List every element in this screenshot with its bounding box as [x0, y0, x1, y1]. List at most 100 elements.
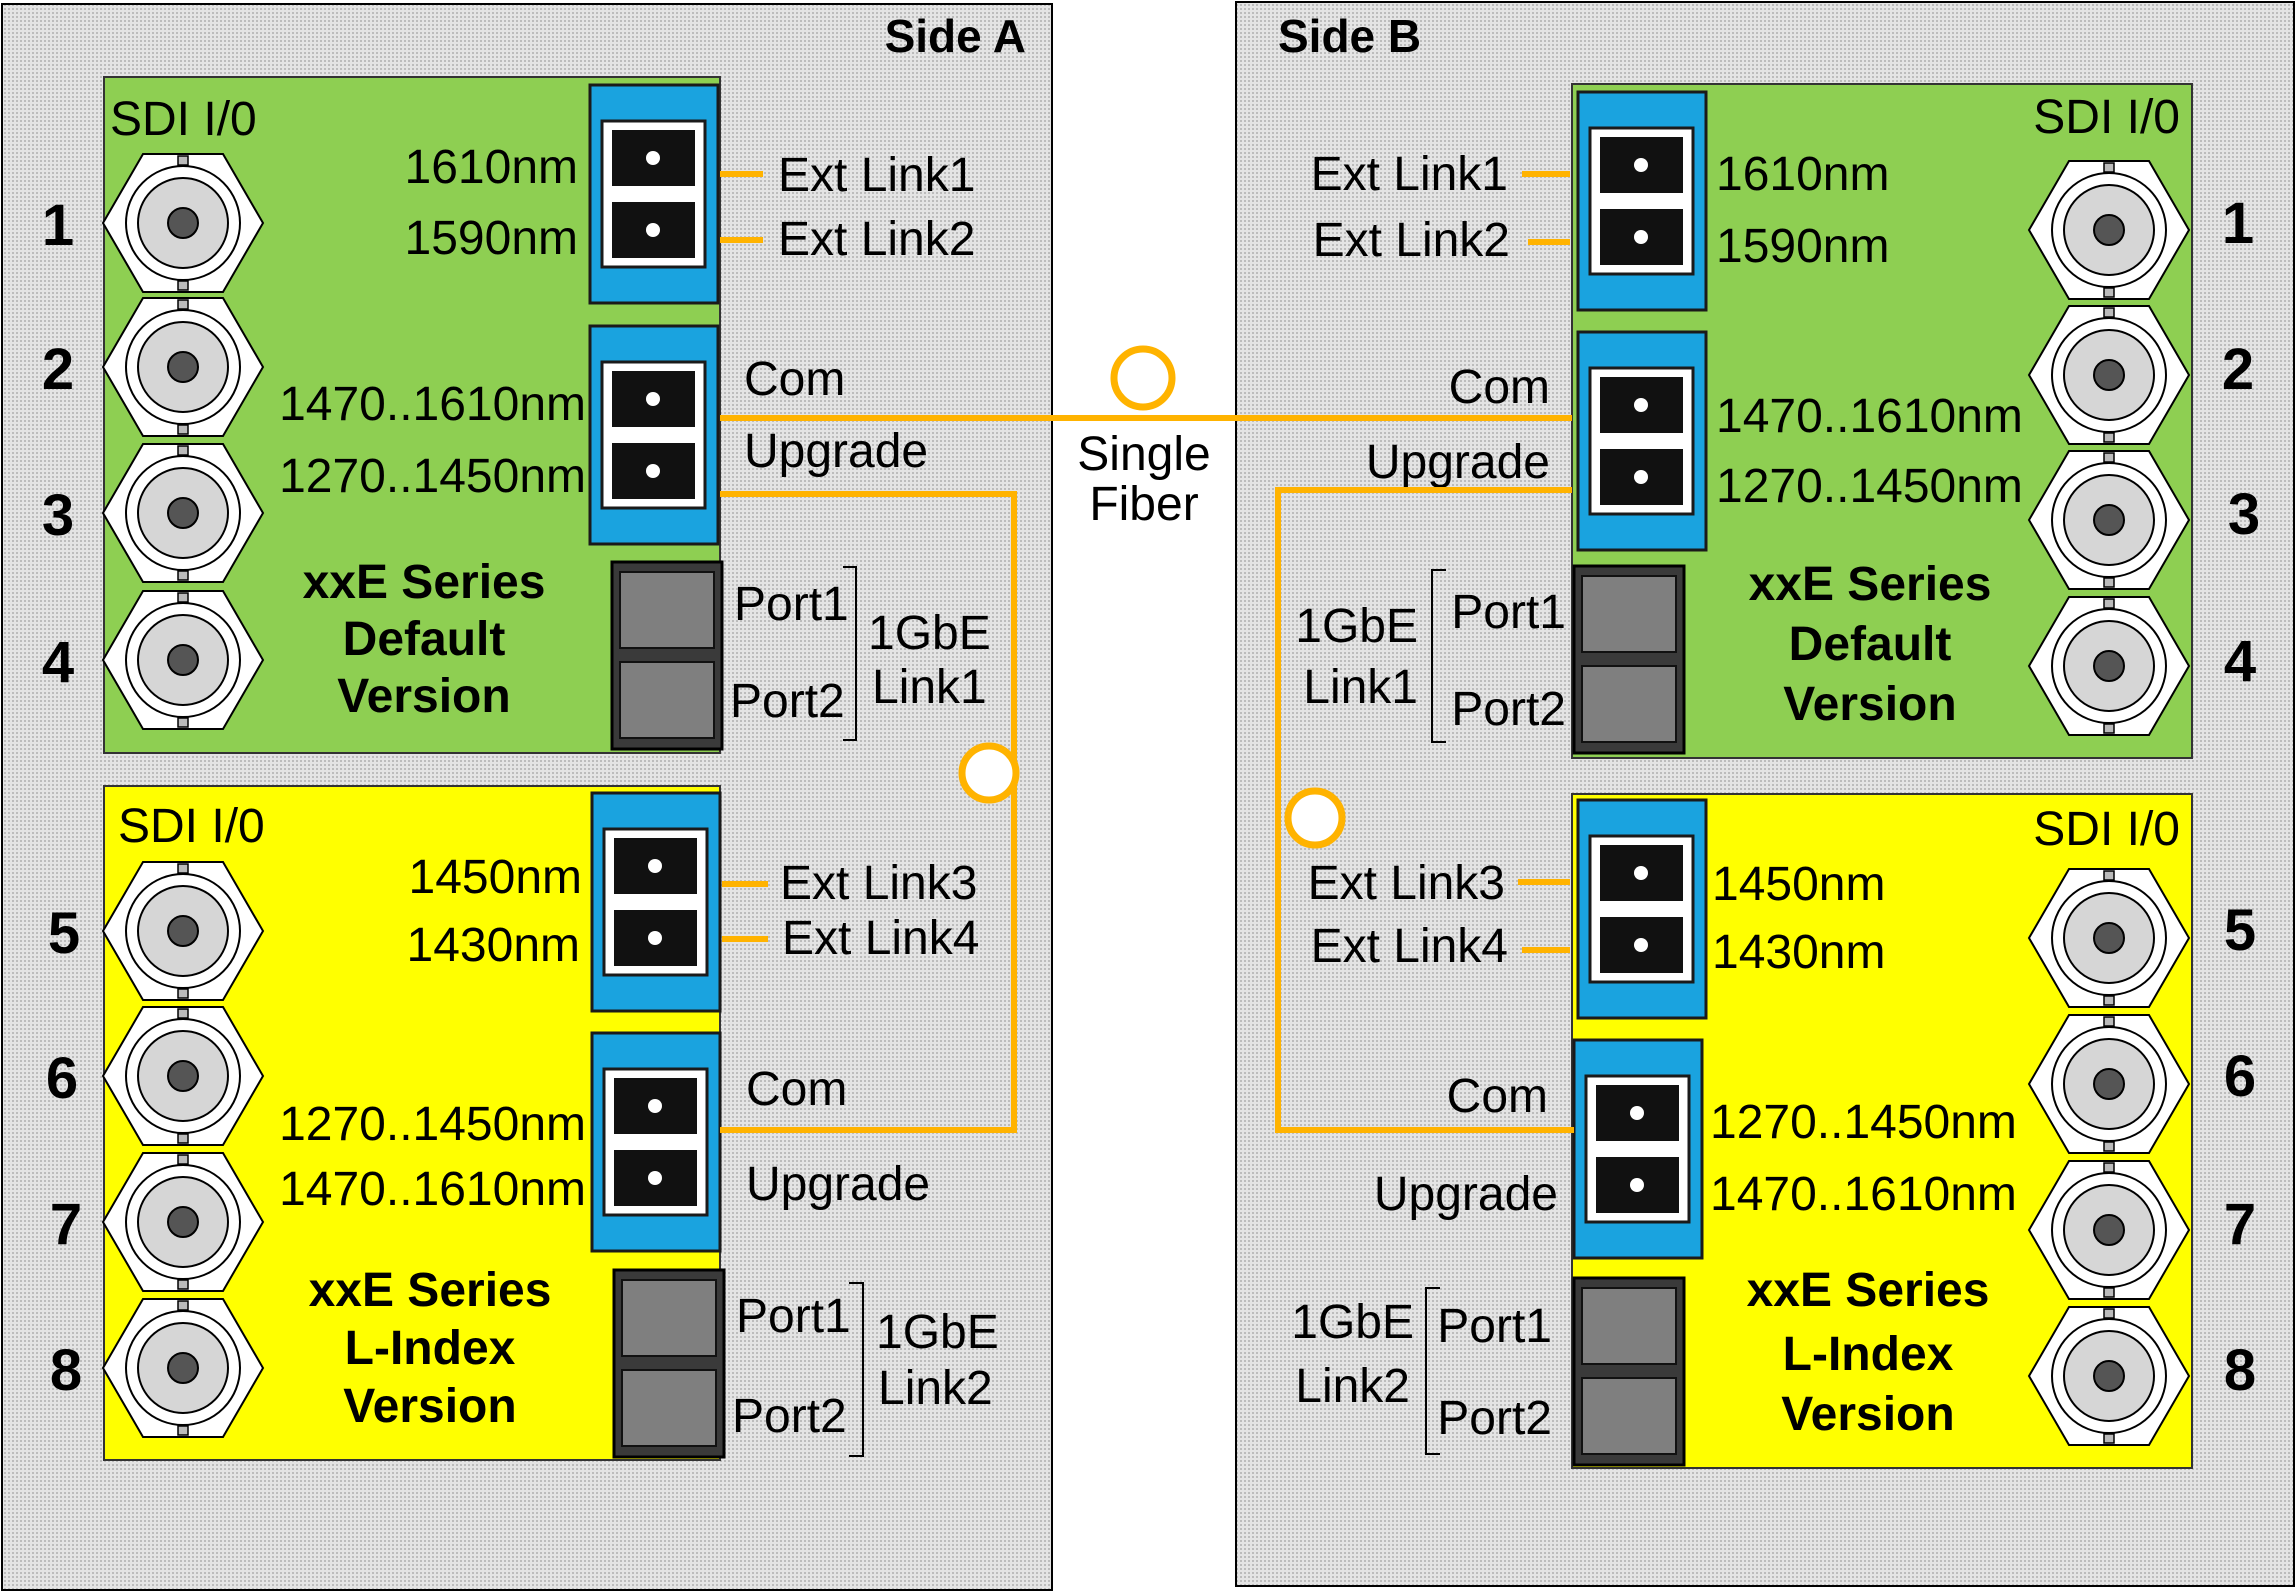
- gbe-link-label: Link1: [872, 661, 987, 714]
- fiber-loop-marker: [958, 742, 1020, 804]
- wavelength-label: 1270..1450nm: [279, 450, 586, 503]
- bnc-number: 8: [2224, 1338, 2256, 1403]
- bnc-number: 6: [2224, 1044, 2256, 1109]
- bnc-number: 5: [48, 901, 80, 966]
- bnc-number: 4: [42, 630, 74, 695]
- gbe-port-label: Port2: [1451, 683, 1566, 736]
- bnc-number: 3: [42, 483, 74, 548]
- wavelength-label: 1450nm: [1712, 858, 1885, 911]
- series-label: xxE Series: [303, 556, 546, 609]
- gbe-port-label: Port1: [736, 1290, 851, 1343]
- bnc-number: 7: [50, 1192, 82, 1257]
- bnc-number: 1: [42, 193, 74, 258]
- gbe-port-block[interactable]: [1572, 564, 1686, 755]
- wavelength-label: 1430nm: [1712, 926, 1885, 979]
- fiber-paths: [720, 415, 1574, 1133]
- sdi-io-label: SDI I/0: [2033, 803, 2180, 856]
- side-b-default-card: SDI I/0 1 2 3 4 1610nm 1590nm 1470..1610…: [1571, 83, 2260, 759]
- wavelength-label: 1470..1610nm: [279, 378, 586, 431]
- ext-link-label: Ext Link2: [778, 213, 975, 266]
- ext-link-label: Ext Link1: [1311, 148, 1508, 201]
- wavelength-label: 1270..1450nm: [1716, 460, 2023, 513]
- wavelength-label: 1470..1610nm: [1710, 1168, 2017, 1221]
- side-a-default-card: SDI I/0 1 2 3 4 1610nm 1590nm 1470..1610…: [42, 76, 724, 754]
- sc-duplex-connector-com[interactable]: [1576, 330, 1708, 552]
- series-label: Version: [343, 1380, 516, 1433]
- com-port-label: Com: [744, 353, 845, 406]
- upgrade-port-label: Upgrade: [1374, 1168, 1558, 1221]
- com-port-label: Com: [1449, 361, 1550, 414]
- wavelength-label: 1270..1450nm: [1710, 1096, 2017, 1149]
- gbe-link-label: Link1: [1303, 661, 1418, 714]
- gbe-link-label: 1GbE: [876, 1306, 999, 1359]
- sdi-io-label: SDI I/0: [2033, 91, 2180, 144]
- side-a-title: Side A: [885, 10, 1026, 62]
- gbe-port-label: Port1: [734, 578, 849, 631]
- sc-duplex-connector-ext[interactable]: [588, 83, 720, 305]
- gbe-link-label: Link2: [878, 1362, 993, 1415]
- gbe-port-label: Port2: [732, 1390, 847, 1443]
- series-label: Version: [1783, 678, 1956, 731]
- ext-link-label: Ext Link3: [1308, 857, 1505, 910]
- ext-link-label: Ext Link3: [780, 857, 977, 910]
- ext-link-label: Ext Link4: [782, 912, 979, 965]
- bnc-number: 1: [2222, 191, 2254, 256]
- wavelength-label: 1470..1610nm: [1716, 390, 2023, 443]
- wavelength-label: 1270..1450nm: [279, 1098, 586, 1151]
- bnc-number: 2: [2222, 337, 2254, 402]
- gbe-link-label: 1GbE: [868, 607, 991, 660]
- upgrade-port-label: Upgrade: [1366, 436, 1550, 489]
- series-label: L-Index: [345, 1322, 516, 1375]
- series-label: xxE Series: [309, 1264, 552, 1317]
- gbe-link-label: Link2: [1295, 1360, 1410, 1413]
- wavelength-label: 1470..1610nm: [279, 1163, 586, 1216]
- com-port-label: Com: [1447, 1070, 1548, 1123]
- series-label: xxE Series: [1747, 1264, 1990, 1317]
- sc-duplex-connector-com[interactable]: [1572, 1038, 1704, 1260]
- sdi-io-label: SDI I/0: [110, 93, 257, 146]
- gbe-link-label: 1GbE: [1295, 600, 1418, 653]
- bnc-number: 2: [42, 337, 74, 402]
- series-label: xxE Series: [1749, 558, 1992, 611]
- bnc-number: 4: [2224, 629, 2256, 694]
- fiber-loop-marker: [1110, 345, 1176, 411]
- side-a-panel: Side A SDI I/0 1 2 3 4 1610nm 1590nm 147…: [1, 3, 1053, 1591]
- sc-duplex-connector-ext[interactable]: [590, 791, 722, 1013]
- side-a-lindex-card: SDI I/0 5 6 7 8 1450nm 1430nm 1270..1450…: [46, 785, 726, 1461]
- gbe-port-label: Port1: [1437, 1300, 1552, 1353]
- bnc-number: 8: [50, 1338, 82, 1403]
- ext-link-label: Ext Link2: [1313, 214, 1510, 267]
- side-b-lindex-card: SDI I/0 5 6 7 8 1450nm 1430nm 1270..1450…: [1571, 793, 2256, 1469]
- gbe-port-label: Port2: [730, 675, 845, 728]
- bnc-number: 5: [2224, 898, 2256, 963]
- upgrade-port-label: Upgrade: [744, 425, 928, 478]
- side-b-panel: Side B SDI I/0 1 2 3 4 1610nm 1590nm 147…: [1235, 1, 2295, 1587]
- wavelength-label: 1450nm: [409, 851, 582, 904]
- side-b-title: Side B: [1278, 10, 1421, 62]
- sc-duplex-connector-com[interactable]: [590, 1031, 722, 1253]
- single-fiber-label: Single: [1077, 428, 1210, 481]
- sc-duplex-connector-com[interactable]: [588, 324, 720, 546]
- wavelength-label: 1430nm: [407, 919, 580, 972]
- series-label: L-Index: [1783, 1328, 1954, 1381]
- gbe-link-label: 1GbE: [1291, 1296, 1414, 1349]
- wavelength-label: 1590nm: [1716, 220, 1889, 273]
- bnc-number: 6: [46, 1046, 78, 1111]
- series-label: Default: [343, 613, 506, 666]
- com-port-label: Com: [746, 1063, 847, 1116]
- ext-link-label: Ext Link1: [778, 149, 975, 202]
- single-fiber-label: Fiber: [1089, 478, 1198, 531]
- sc-duplex-connector-ext[interactable]: [1576, 798, 1708, 1020]
- series-label: Version: [337, 670, 510, 723]
- bnc-number: 3: [2228, 482, 2260, 547]
- fiber-loop-marker: [1284, 787, 1346, 849]
- wavelength-label: 1590nm: [405, 212, 578, 265]
- sc-duplex-connector-ext[interactable]: [1576, 90, 1708, 312]
- bnc-number: 7: [2224, 1192, 2256, 1257]
- gbe-port-block[interactable]: [612, 1268, 726, 1459]
- gbe-port-block[interactable]: [1572, 1276, 1686, 1467]
- ext-link-label: Ext Link4: [1311, 920, 1508, 973]
- wavelength-label: 1610nm: [405, 141, 578, 194]
- gbe-port-block[interactable]: [610, 560, 724, 751]
